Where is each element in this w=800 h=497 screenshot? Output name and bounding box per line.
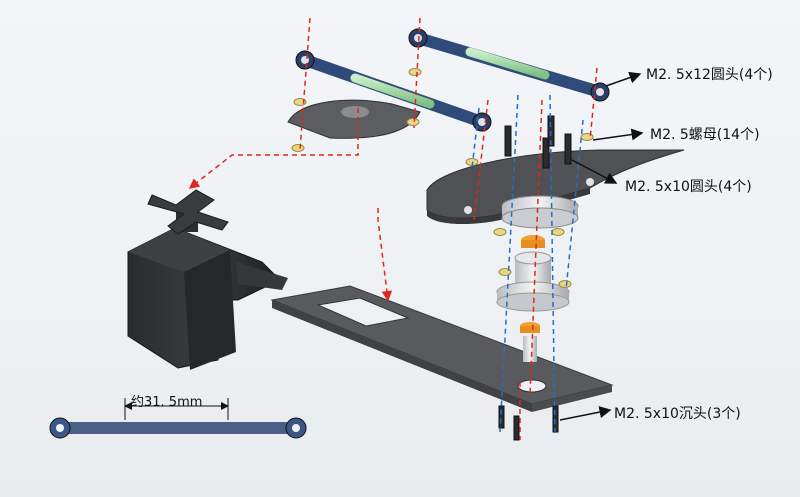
rod-detail (49, 398, 307, 439)
rod-length-dimension: 约31. 5mm (131, 395, 203, 410)
red-guide-lines (188, 17, 598, 440)
servo-motor (127, 189, 288, 370)
callout-m25x10-round-screw: M2. 5x10圆头(4个) (625, 179, 752, 195)
callout-leaders (559, 71, 644, 421)
upper-link-plate (287, 99, 421, 139)
hub-stack (496, 195, 579, 362)
base-plate (270, 285, 614, 412)
callout-m25-nut: M2. 5螺母(14个) (650, 127, 760, 143)
callout-m25x12-screw: M2. 5x12圆头(4个) (646, 67, 773, 83)
linkage-rod-upper (408, 28, 610, 102)
callout-m25x10-countersunk-screw: M2. 5x10沉头(3个) (614, 406, 741, 422)
blue-guide-lines (471, 94, 584, 437)
